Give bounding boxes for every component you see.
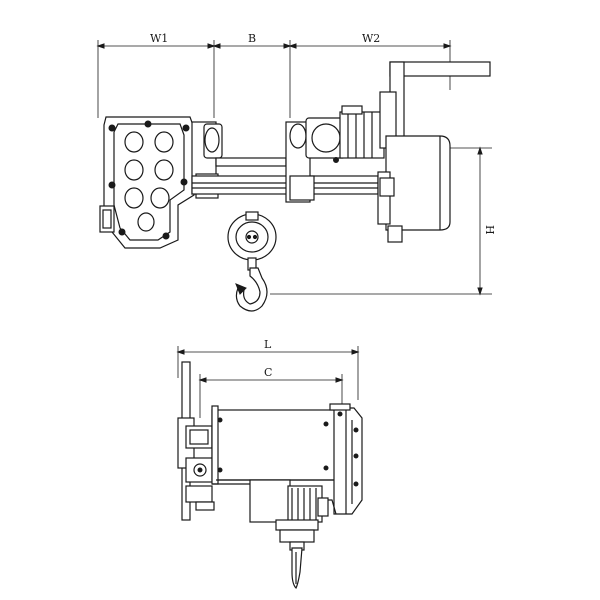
- side-elevation-view: L C: [176, 338, 363, 590]
- l-dimension-line: [176, 346, 360, 400]
- dim-label-b: B: [248, 32, 256, 45]
- dim-label-w1: W1: [150, 32, 168, 45]
- c-dimension-line: [198, 374, 344, 418]
- right-end-truck: [285, 105, 385, 203]
- side-wheel-plate: [177, 361, 217, 521]
- side-drum-housing: [211, 405, 337, 485]
- h-dimension-line: [270, 146, 492, 296]
- dim-label-c: C: [264, 366, 272, 379]
- front-elevation-view: W1 B W2: [96, 32, 496, 312]
- hoist-drum-housing: [377, 61, 491, 243]
- side-hook: [275, 519, 319, 590]
- running-rail: [191, 157, 379, 195]
- dim-label-h: H: [483, 225, 496, 235]
- gearbox: [99, 116, 195, 249]
- side-gearbox: [329, 403, 363, 515]
- side-trolley-motor: [212, 479, 337, 523]
- dim-label-w2: W2: [362, 32, 380, 45]
- dim-label-l: L: [264, 338, 272, 351]
- hook-block: [227, 211, 277, 312]
